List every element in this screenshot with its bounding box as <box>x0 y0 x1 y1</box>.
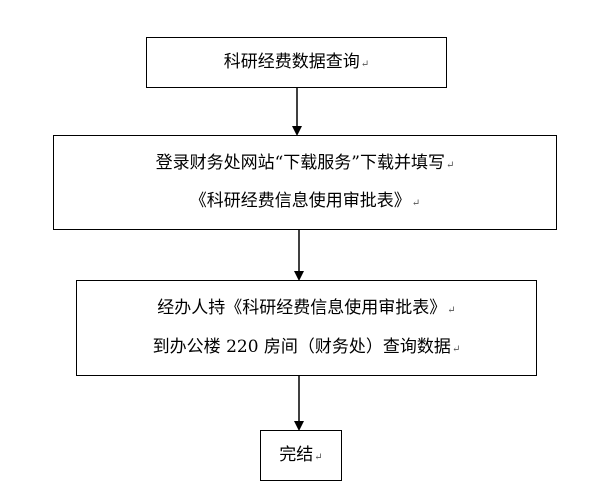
step-2-text-2: 《科研经费信息使用审批表》 <box>189 191 411 211</box>
step-3-text-2: 到办公楼 220 房间（财务处）查询数据 <box>152 337 451 357</box>
step-box-download-form: 登录财务处网站“下载服务”下载并填写↵ 《科研经费信息使用审批表》↵ <box>53 135 557 230</box>
paragraph-mark-icon: ↵ <box>447 305 456 316</box>
paragraph-mark-icon: ↵ <box>411 198 421 209</box>
step-2-line-2: 《科研经费信息使用审批表》↵ <box>190 193 420 210</box>
step-4-text: 完结 <box>279 445 314 465</box>
paragraph-mark-icon: ↵ <box>446 160 455 171</box>
paragraph-mark-icon: ↵ <box>314 452 323 463</box>
step-3-line-1: 经办人持《科研经费信息使用审批表》↵ <box>157 300 455 317</box>
paragraph-mark-icon: ↵ <box>360 59 370 70</box>
step-1-line-1: 科研经费数据查询↵ <box>224 54 369 71</box>
step-box-visit-finance-office: 经办人持《科研经费信息使用审批表》↵ 到办公楼 220 房间（财务处）查询数据↵ <box>76 280 537 376</box>
step-3-line-2: 到办公楼 220 房间（财务处）查询数据↵ <box>153 339 461 356</box>
step-2-line-1: 登录财务处网站“下载服务”下载并填写↵ <box>156 155 455 172</box>
paragraph-mark-icon: ↵ <box>451 344 461 355</box>
step-1-text: 科研经费数据查询 <box>223 52 360 72</box>
step-2-text-1: 登录财务处网站“下载服务”下载并填写 <box>155 153 445 173</box>
step-4-line-1: 完结↵ <box>279 447 322 464</box>
step-box-complete: 完结↵ <box>260 430 342 481</box>
step-3-text-1: 经办人持《科研经费信息使用审批表》 <box>157 298 447 318</box>
step-box-query-funding-data: 科研经费数据查询↵ <box>146 37 447 88</box>
